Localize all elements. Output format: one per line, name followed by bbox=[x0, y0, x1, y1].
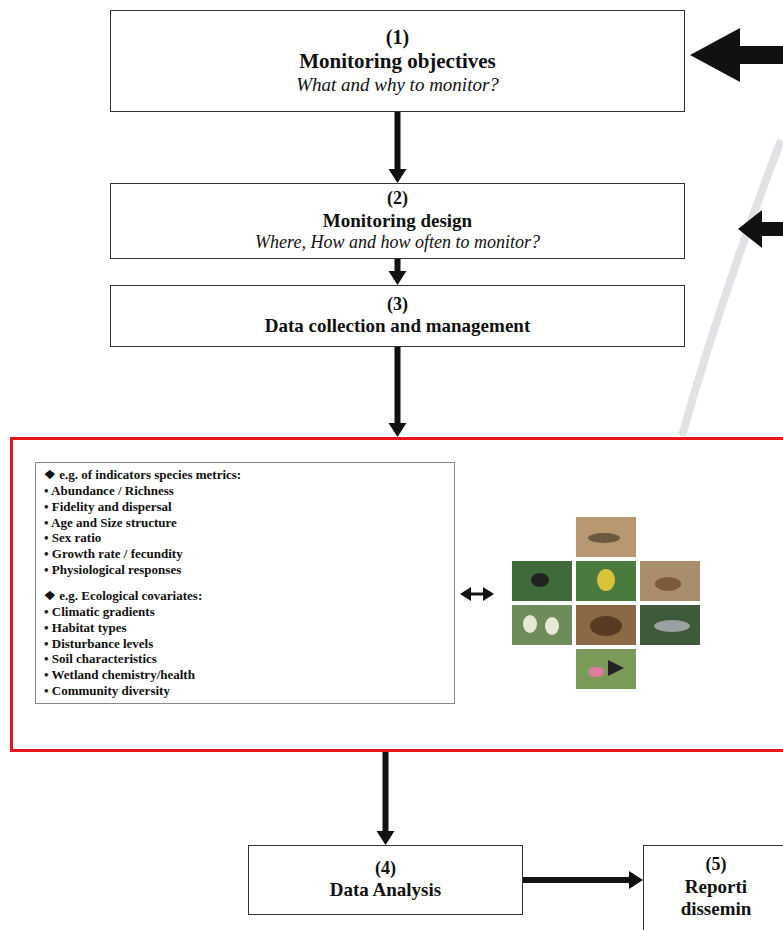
step-number: (5) bbox=[706, 854, 727, 876]
arrow-shaft bbox=[523, 877, 631, 883]
flow-arrow bbox=[389, 347, 407, 437]
process-box: (4)Data Analysis bbox=[248, 845, 523, 915]
flow-arrow bbox=[389, 112, 407, 183]
list-item: • Abundance / Richness bbox=[44, 483, 446, 499]
arrow-head bbox=[389, 423, 407, 437]
background-arc bbox=[682, 140, 781, 436]
step-title: Data collection and management bbox=[265, 315, 530, 338]
list-heading: ❖ e.g. of indicators species metrics: bbox=[44, 467, 446, 483]
arrow-head bbox=[389, 169, 407, 183]
metrics-list: ❖ e.g. of indicators species metrics:• A… bbox=[35, 462, 455, 704]
flow-arrow bbox=[523, 871, 643, 889]
arrow-shaft bbox=[395, 347, 401, 425]
arrow-head bbox=[629, 871, 643, 889]
highlight-frame: ❖ e.g. of indicators species metrics:• A… bbox=[10, 437, 783, 752]
process-box: (5)Reporti dissemin bbox=[643, 845, 783, 930]
list-item: • Sex ratio bbox=[44, 530, 446, 546]
list-heading: ❖ e.g. Ecological covariates: bbox=[44, 588, 446, 604]
flow-arrow bbox=[377, 752, 395, 845]
process-box: (3)Data collection and management bbox=[110, 285, 685, 347]
double-arrow bbox=[460, 587, 494, 601]
process-box: (2)Monitoring designWhere, How and how o… bbox=[110, 183, 685, 259]
step-title: Reporti dissemin bbox=[654, 876, 778, 922]
step-question: Where, How and how often to monitor? bbox=[255, 232, 540, 254]
flow-arrow bbox=[389, 259, 407, 285]
arrow-shaft bbox=[395, 112, 401, 171]
arrow-shaft bbox=[395, 259, 401, 273]
arrow-head bbox=[389, 271, 407, 285]
list-item: • Soil characteristics bbox=[44, 651, 446, 667]
arrow-head bbox=[377, 831, 395, 845]
list-item: • Habitat types bbox=[44, 620, 446, 636]
step-number: (2) bbox=[387, 188, 408, 210]
species-photos bbox=[512, 517, 700, 689]
step-title: Monitoring design bbox=[323, 210, 472, 233]
list-item: • Wetland chemistry/health bbox=[44, 667, 446, 683]
list-item: • Growth rate / fecundity bbox=[44, 546, 446, 562]
step-question: What and why to monitor? bbox=[296, 74, 499, 97]
step-number: (4) bbox=[375, 858, 396, 880]
step-number: (3) bbox=[387, 294, 408, 316]
step-number: (1) bbox=[386, 25, 409, 49]
list-item: • Age and Size structure bbox=[44, 515, 446, 531]
feedback-arrow bbox=[690, 28, 783, 248]
arrow-shaft bbox=[383, 752, 389, 833]
process-box: (1)Monitoring objectivesWhat and why to … bbox=[110, 10, 685, 112]
step-title: Data Analysis bbox=[330, 879, 441, 902]
list-item: • Disturbance levels bbox=[44, 636, 446, 652]
step-title: Monitoring objectives bbox=[299, 49, 496, 74]
list-item: • Climatic gradients bbox=[44, 604, 446, 620]
list-item: • Fidelity and dispersal bbox=[44, 499, 446, 515]
list-item: • Physiological responses bbox=[44, 562, 446, 578]
list-item: • Community diversity bbox=[44, 683, 446, 699]
